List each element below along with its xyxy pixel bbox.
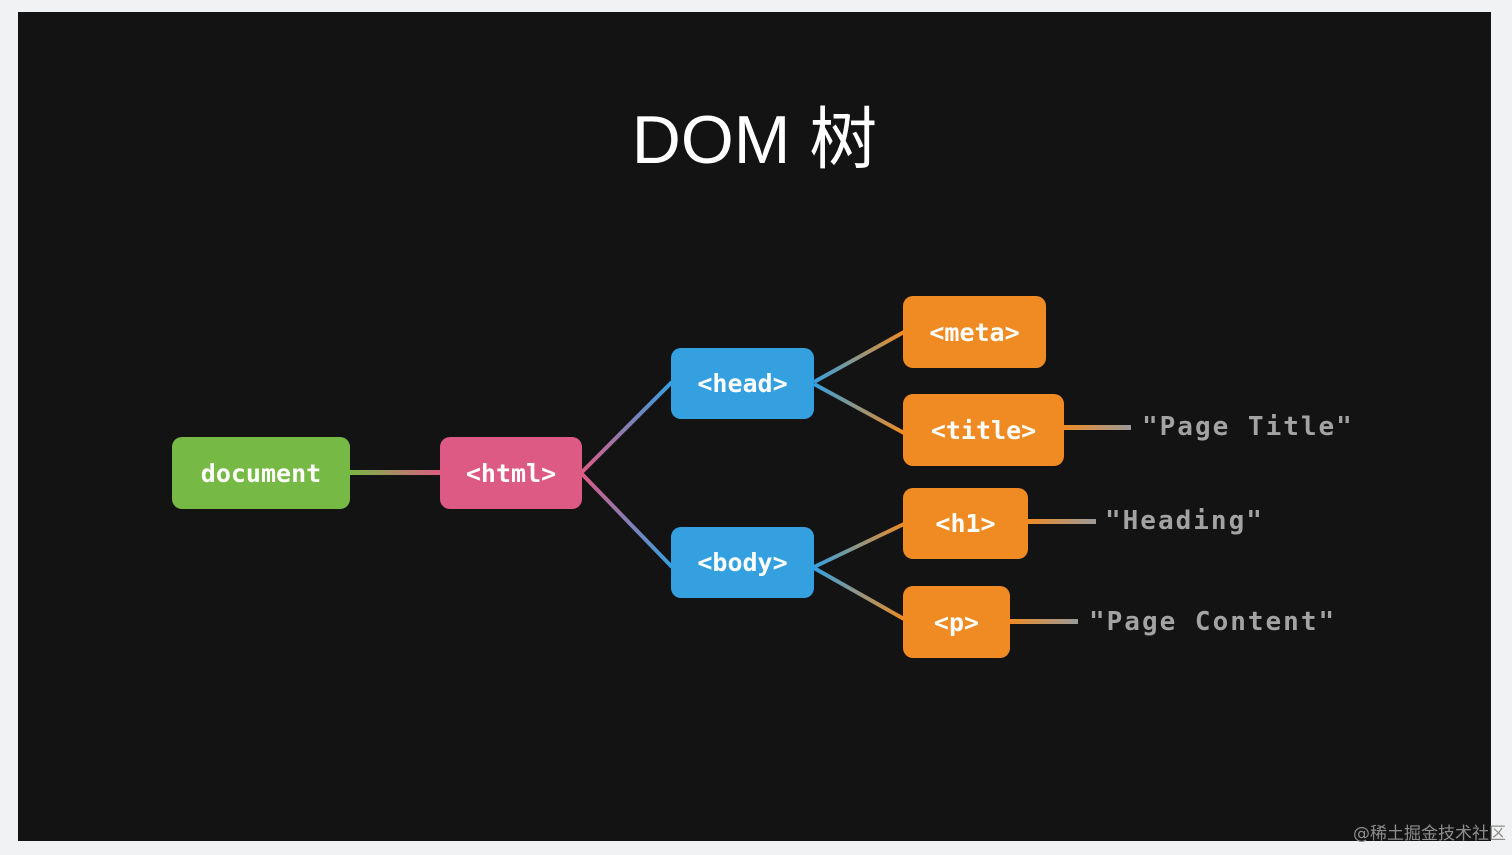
- source-credit: @稀土掘金技术社区: [1353, 824, 1506, 844]
- node-h1: <h1>: [903, 488, 1028, 559]
- edge-title-text: [1062, 425, 1131, 430]
- slide: DOM 树: [18, 12, 1491, 841]
- node-html: <html>: [440, 437, 582, 509]
- edge-body-h1: [813, 522, 905, 569]
- edge-head-meta: [813, 330, 905, 384]
- edge-html-head: [579, 380, 674, 475]
- edge-h1-text: [1026, 519, 1096, 524]
- node-meta: <meta>: [903, 296, 1046, 368]
- text-node-page-title: "Page Title": [1142, 412, 1354, 442]
- edge-p-text: [1008, 619, 1078, 624]
- edge-html-body: [579, 471, 674, 569]
- edge-head-title: [813, 382, 905, 435]
- edge-body-p: [813, 566, 905, 621]
- node-head: <head>: [671, 348, 814, 419]
- node-title: <title>: [903, 394, 1064, 466]
- node-p: <p>: [903, 586, 1010, 658]
- tree-edges: [348, 330, 1131, 624]
- edge-document-html: [348, 470, 443, 475]
- slide-title: DOM 树: [631, 102, 878, 178]
- text-node-page-content: "Page Content": [1089, 607, 1337, 637]
- node-body: <body>: [671, 527, 814, 598]
- text-node-heading: "Heading": [1105, 506, 1264, 536]
- node-document: document: [172, 437, 350, 509]
